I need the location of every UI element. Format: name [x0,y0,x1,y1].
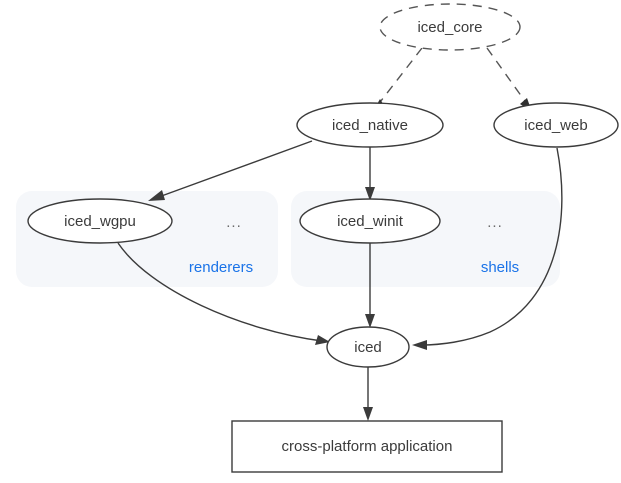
node-iced_winit-label: iced_winit [337,213,404,230]
edge-iced_native-to-iced_winit [365,141,375,201]
node-iced_web[interactable]: iced_web [493,102,619,148]
node-iced-label: iced [354,339,382,356]
cluster-renderers-label: renderers [189,259,253,276]
node-iced_native[interactable]: iced_native [296,102,444,148]
edge-iced_native-to-iced_wgpu [148,140,313,201]
node-iced_native-shape [296,102,444,148]
node-iced_core-label: iced_core [417,19,482,36]
edge-iced_wgpu-to-iced [117,242,330,345]
node-iced_wgpu-shape [27,198,173,244]
node-iced_web-shape [493,102,619,148]
cluster-shells-ellipsis: ... [487,214,503,231]
node-cross-platform-application[interactable]: cross-platform application [231,420,503,473]
node-iced_winit-shape [299,198,441,244]
node-app-shape [231,420,503,473]
node-iced_winit[interactable]: iced_winit [299,198,441,244]
node-app-label: cross-platform application [282,438,453,455]
edge-iced_winit-to-iced [365,243,375,328]
node-iced-shape [326,326,410,368]
edge-iced-to-app [363,367,373,421]
node-iced_core-shape [379,3,521,51]
node-iced_wgpu[interactable]: iced_wgpu [27,198,173,244]
cluster-shells-label: shells [481,259,519,276]
edge-iced_core-to-iced_web [486,47,532,112]
cluster-renderers-ellipsis: ... [226,214,242,231]
node-iced_native-label: iced_native [332,117,408,134]
edge-iced_web-to-iced [412,147,563,350]
node-iced_web-label: iced_web [524,117,587,134]
node-iced_core[interactable]: iced_core [379,3,521,51]
node-iced[interactable]: iced [326,326,410,368]
node-iced_wgpu-label: iced_wgpu [64,213,136,230]
